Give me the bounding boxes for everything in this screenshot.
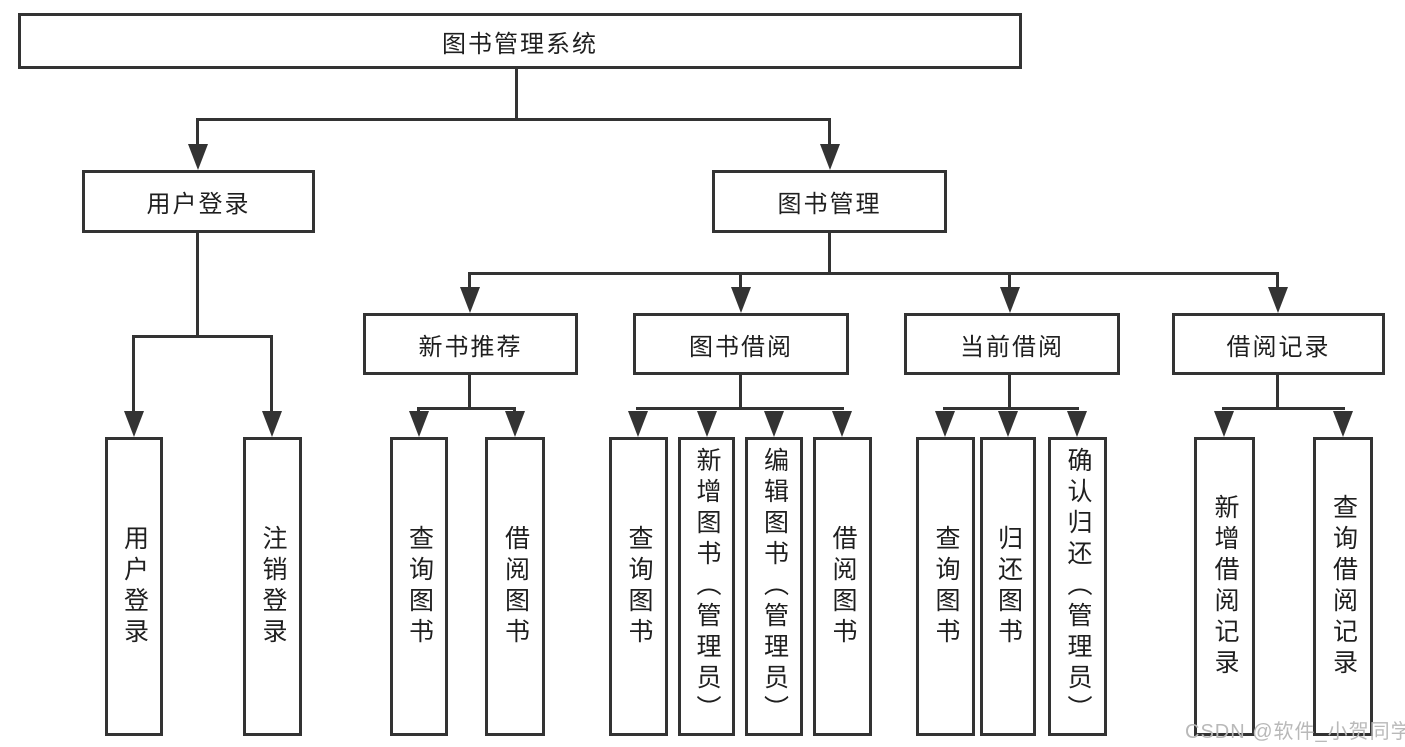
arrow-down-icon (697, 411, 717, 437)
connector-line (943, 407, 1079, 410)
leaf-user-login-label: 用户登录 (120, 524, 149, 649)
leaf-query-borrow-record-label: 查询借阅记录 (1329, 493, 1358, 680)
leaf-query-books-current: 查询图书 (916, 437, 975, 736)
arrow-down-icon (628, 411, 648, 437)
leaf-add-borrow-record-label: 新增借阅记录 (1211, 493, 1239, 680)
connector-line (739, 375, 742, 410)
leaf-edit-books-admin: 编辑图书（管理员） (745, 437, 803, 736)
leaf-query-books-current-label: 查询图书 (932, 524, 960, 649)
connector-line (270, 335, 273, 411)
node-user-login: 用户登录 (82, 170, 315, 233)
arrow-down-icon (1333, 411, 1353, 437)
connector-line (468, 375, 471, 410)
connector-line (468, 272, 471, 287)
connector-line (515, 69, 518, 121)
arrow-down-icon (188, 144, 208, 170)
leaf-add-borrow-record: 新增借阅记录 (1194, 437, 1255, 736)
arrow-down-icon (505, 411, 525, 437)
connector-line (1276, 272, 1279, 287)
connector-line (132, 335, 273, 338)
arrow-down-icon (820, 144, 840, 170)
leaf-logout-login-label: 注销登录 (259, 524, 287, 649)
leaf-query-books-recommend: 查询图书 (390, 437, 448, 736)
connector-line (636, 407, 844, 410)
leaf-query-borrow-record: 查询借阅记录 (1313, 437, 1373, 736)
arrow-down-icon (935, 411, 955, 437)
leaf-borrow-books: 借阅图书 (813, 437, 872, 736)
leaf-borrow-books-label: 借阅图书 (829, 524, 857, 649)
leaf-edit-books-admin-label: 编辑图书（管理员） (760, 447, 789, 726)
connector-line (1222, 407, 1345, 410)
connector-line (196, 118, 831, 121)
arrow-down-icon (460, 287, 480, 313)
arrow-down-icon (764, 411, 784, 437)
node-book-borrow: 图书借阅 (633, 313, 849, 375)
arrow-down-icon (262, 411, 282, 437)
connector-line (1276, 375, 1279, 410)
arrow-down-icon (1067, 411, 1087, 437)
node-book-management-label: 图书管理 (777, 191, 882, 218)
csdn-watermark: CSDN @软件_小贺同学 (1185, 721, 1405, 743)
arrow-down-icon (832, 411, 852, 437)
node-root-label: 图书管理系统 (442, 30, 598, 58)
connector-line (417, 407, 420, 413)
leaf-borrow-books-recommend-label: 借阅图书 (501, 524, 530, 649)
node-root-system: 图书管理系统 (18, 13, 1022, 69)
arrow-down-icon (1214, 411, 1234, 437)
node-new-book-recommend-label: 新书推荐 (418, 333, 523, 361)
connector-line (828, 233, 831, 275)
leaf-add-books-admin-label: 新增图书（管理员） (693, 447, 721, 726)
leaf-confirm-return-admin: 确认归还（管理员） (1048, 437, 1107, 736)
leaf-borrow-books-recommend: 借阅图书 (485, 437, 545, 736)
connector-line (513, 407, 516, 413)
arrow-down-icon (1268, 287, 1288, 313)
connector-line (1008, 272, 1011, 287)
leaf-confirm-return-admin-label: 确认归还（管理员） (1064, 447, 1092, 726)
node-new-book-recommend: 新书推荐 (363, 313, 578, 375)
leaf-return-books: 归还图书 (980, 437, 1036, 736)
arrow-down-icon (1000, 287, 1020, 313)
leaf-return-books-label: 归还图书 (994, 524, 1023, 649)
node-book-borrow-label: 图书借阅 (689, 333, 793, 361)
node-current-borrow: 当前借阅 (904, 313, 1120, 375)
leaf-query-books-borrow: 查询图书 (609, 437, 668, 736)
arrow-down-icon (124, 411, 144, 437)
leaf-add-books-admin: 新增图书（管理员） (678, 437, 735, 736)
arrow-down-icon (409, 411, 429, 437)
connector-line (468, 272, 1279, 275)
connector-line (196, 233, 199, 338)
connector-line (739, 272, 742, 287)
node-borrow-records-label: 借阅记录 (1226, 333, 1331, 361)
node-user-login-label: 用户登录 (146, 191, 251, 218)
arrow-down-icon (998, 411, 1018, 437)
connector-line (828, 118, 831, 144)
connector-line (1008, 375, 1011, 410)
node-borrow-records: 借阅记录 (1172, 313, 1385, 375)
connector-line (196, 118, 199, 144)
arrow-down-icon (731, 287, 751, 313)
leaf-query-books-borrow-label: 查询图书 (625, 524, 653, 649)
leaf-logout-login: 注销登录 (243, 437, 302, 736)
connector-line (132, 335, 135, 411)
leaf-query-books-recommend-label: 查询图书 (405, 524, 434, 649)
leaf-user-login: 用户登录 (105, 437, 163, 736)
node-current-borrow-label: 当前借阅 (960, 333, 1064, 361)
node-book-management: 图书管理 (712, 170, 947, 233)
connector-line (417, 407, 516, 410)
